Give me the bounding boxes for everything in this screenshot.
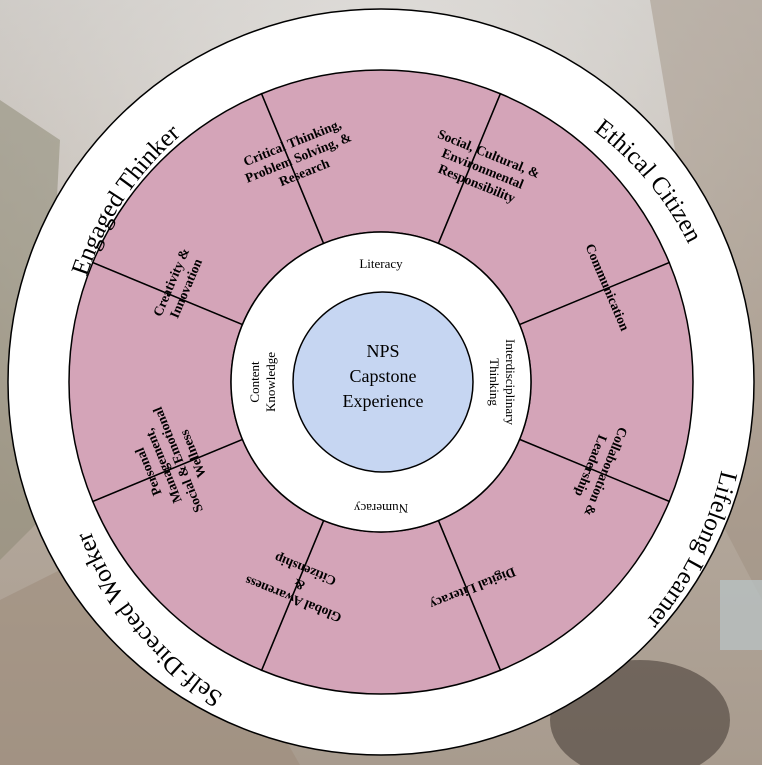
- text-line: Interdisciplinary: [503, 339, 518, 425]
- text-line: Capstone: [350, 366, 417, 386]
- inner-ring-labels: Literacy InterdisciplinaryThinking Numer…: [247, 256, 518, 516]
- text-line: Content: [247, 361, 262, 403]
- competency-wedges: [68, 69, 694, 695]
- text-line: Experience: [343, 391, 424, 411]
- center-circle: [292, 291, 474, 473]
- inner-label-numeracy: Numeracy: [353, 501, 408, 516]
- text-line: NPS: [366, 341, 399, 361]
- inner-label-content: ContentKnowledge: [247, 352, 278, 412]
- text-line: Knowledge: [263, 352, 278, 412]
- inner-label-interdisciplinary: InterdisciplinaryThinking: [487, 339, 518, 425]
- text-line: Thinking: [487, 358, 502, 406]
- text-line: &: [291, 575, 307, 593]
- inner-label-literacy: Literacy: [359, 256, 403, 271]
